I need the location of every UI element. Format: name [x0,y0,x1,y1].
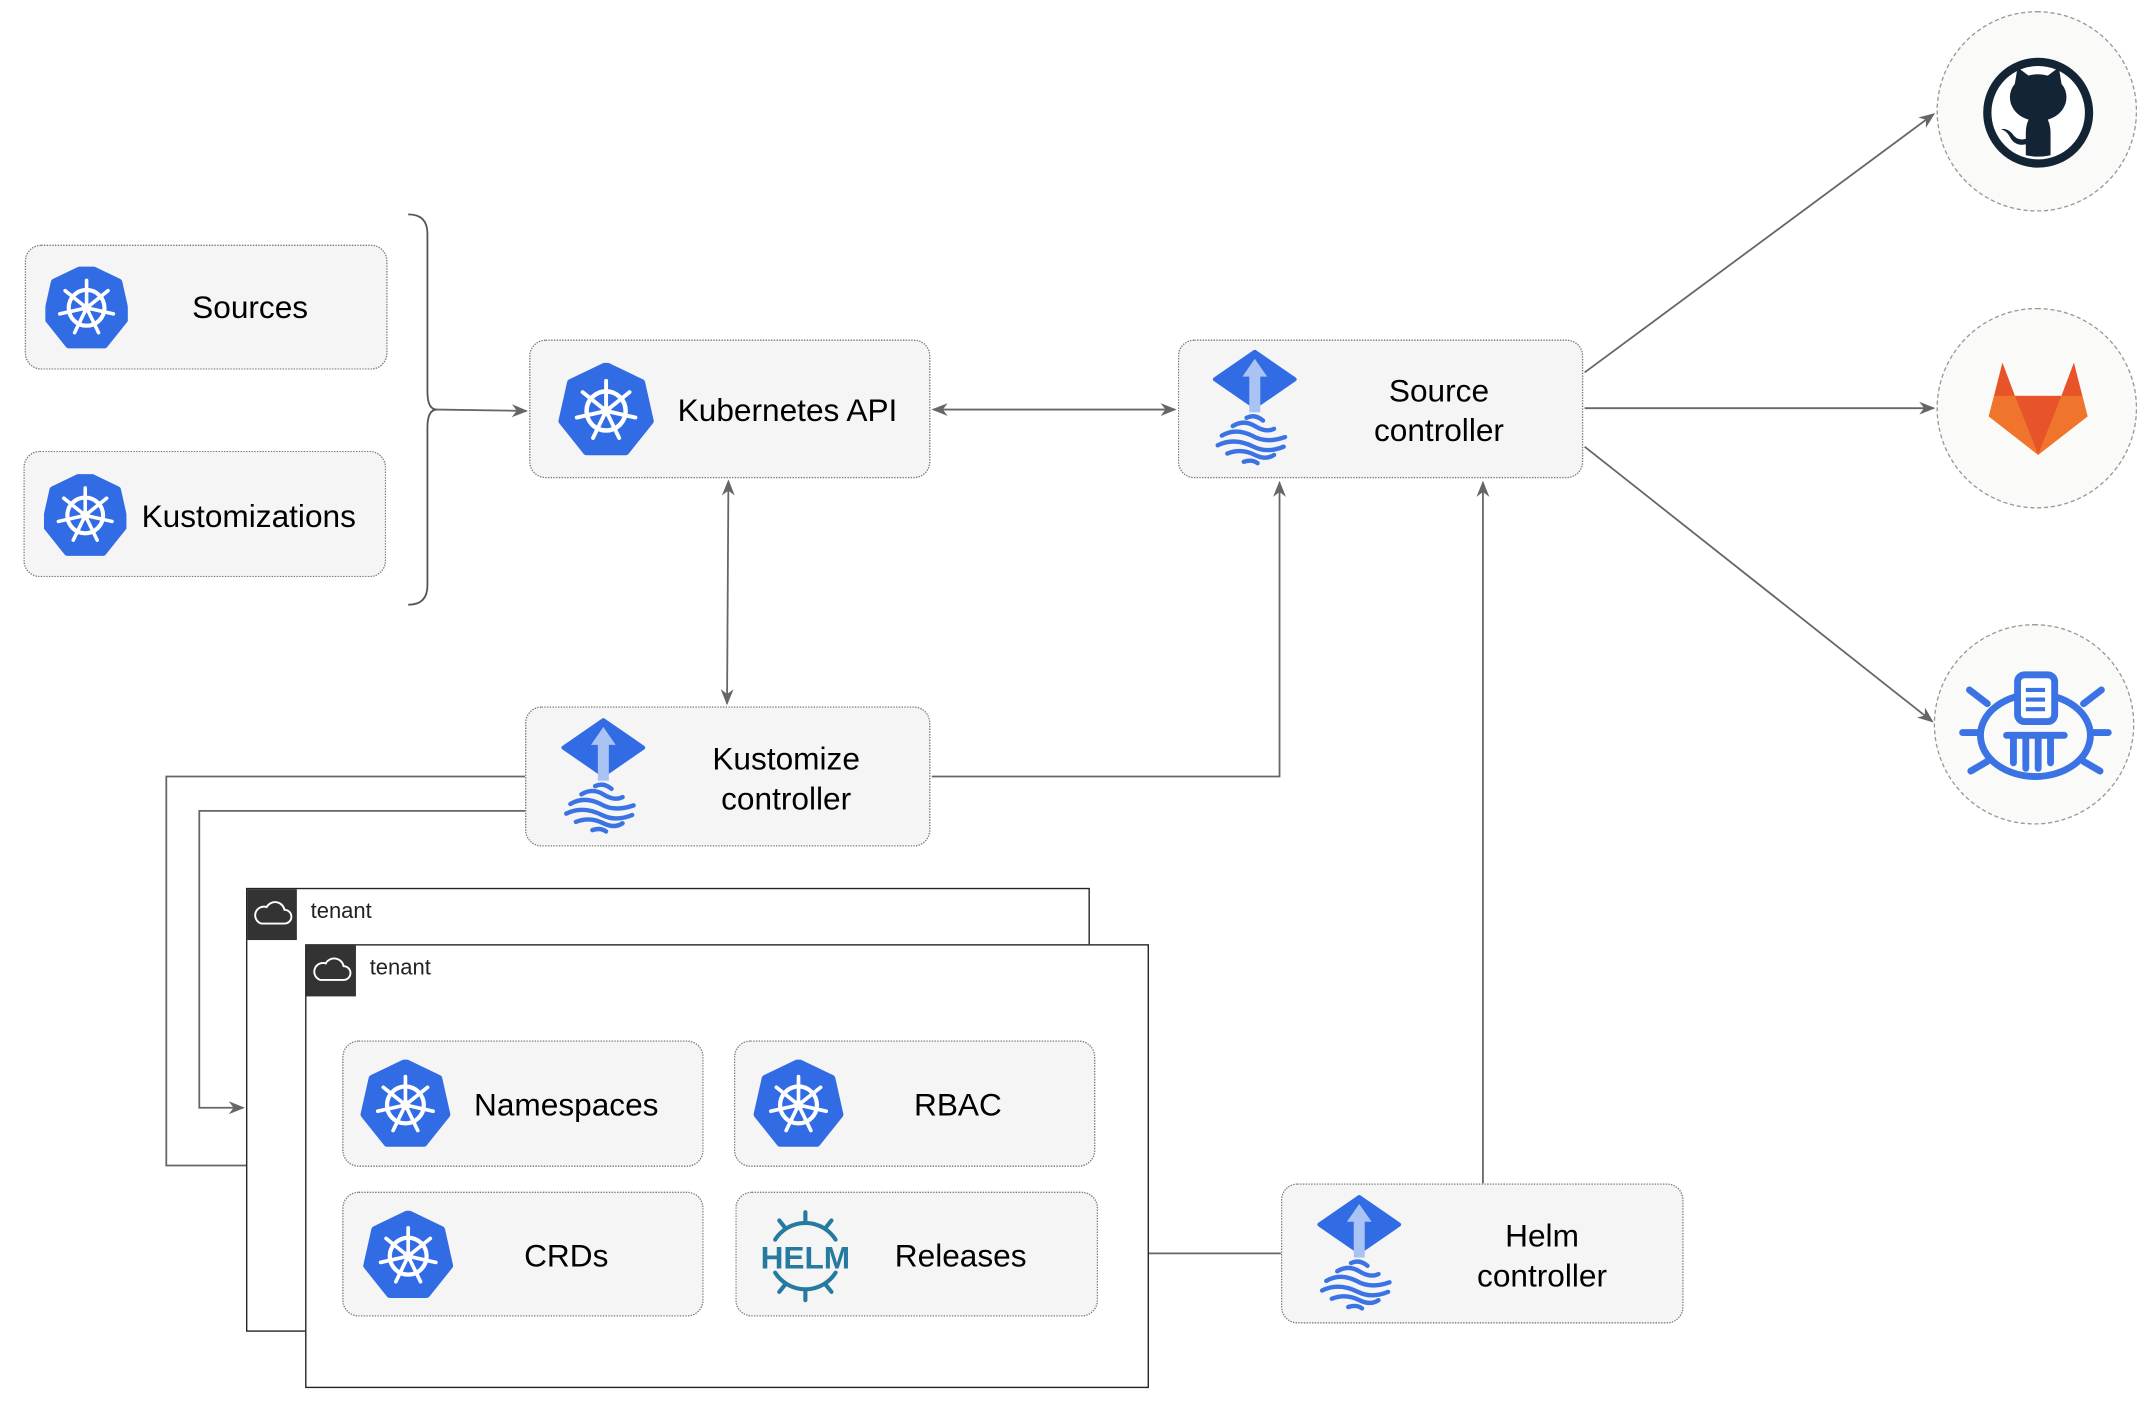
kubernetes-icon [45,267,127,349]
kubernetes-icon [360,1060,451,1151]
bucket-source[interactable] [1933,623,2135,825]
edge-resources-to-api [437,404,528,418]
edge-source-to-bucket [1584,445,1934,723]
edge-kustomize-to-source [931,480,1286,778]
sources-node[interactable]: Sources [24,244,388,370]
namespaces-label: Namespaces [473,1086,659,1123]
namespaces-node[interactable]: Namespaces [342,1040,704,1167]
kubernetes-icon [363,1211,454,1302]
flux-icon [1212,349,1297,470]
tenant-label: tenant [369,956,431,980]
edge-source-to-github [1584,113,1936,374]
releases-node[interactable]: HELM Releases [735,1191,1099,1317]
kubernetes-icon [44,474,126,556]
rbac-node[interactable]: RBAC [733,1040,1096,1167]
kubernetes-icon [753,1060,844,1151]
tenant-label: tenant [310,900,372,924]
github-source[interactable] [1936,10,2138,212]
rbac-label: RBAC [914,1086,1002,1123]
crds-label: CRDs [524,1237,609,1274]
gitlab-icon [1988,362,2088,455]
bracket [408,213,438,606]
kustomizations-node[interactable]: Kustomizations [23,450,387,578]
flux-icon [561,717,646,838]
gitlab-source[interactable] [1936,307,2138,509]
edge-api-kustomize-controller [720,479,735,706]
helm-icon: HELM [761,1210,851,1303]
kustomizations-label: Kustomizations [141,498,356,534]
releases-label: Releases [894,1237,1027,1274]
svg-text:HELM: HELM [761,1240,851,1276]
flux-icon [1317,1194,1402,1315]
kubernetes-icon [558,363,654,459]
github-icon [1983,57,2094,168]
crds-node[interactable]: CRDs [342,1191,704,1317]
edge-kustomize-to-tenant-back [198,809,526,1115]
kubernetes-api-label: Kubernetes API [677,392,898,429]
edge-kustomize-to-tenant-front [165,775,526,1172]
kubernetes-api-node[interactable]: Kubernetes API [529,339,931,479]
cloud-icon [247,889,297,941]
bucket-icon [1959,671,2112,780]
sources-label: Sources [192,289,309,326]
cloud-icon [306,945,356,997]
